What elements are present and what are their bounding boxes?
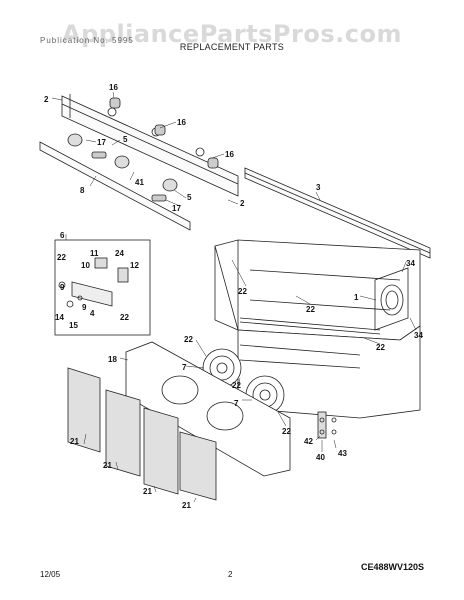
- callout-18: 18: [108, 355, 117, 364]
- callout-34: 34: [406, 259, 415, 268]
- hood-body-part: [214, 239, 421, 419]
- callout-22: 22: [57, 253, 66, 262]
- callout-7: 7: [182, 363, 187, 372]
- callout-17: 17: [97, 138, 106, 147]
- callout-3: 3: [316, 183, 321, 192]
- trim-strip-part: [244, 167, 431, 259]
- callout-22: 22: [376, 343, 385, 352]
- callout-21: 21: [143, 487, 152, 496]
- model-code-label: CE488WV120S: [360, 562, 424, 572]
- publication-number: Publication No. 5995: [40, 36, 134, 45]
- callout-22: 22: [184, 335, 193, 344]
- callout-15: 15: [69, 321, 78, 330]
- control-panel-part: [61, 94, 239, 197]
- callout-41: 41: [135, 178, 144, 187]
- grease-filters-part: [67, 367, 217, 501]
- callout-42: 42: [304, 437, 313, 446]
- callout-8: 8: [80, 186, 85, 195]
- control-module-box: [54, 239, 151, 336]
- callout-16: 16: [109, 83, 118, 92]
- callout-7: 7: [234, 399, 239, 408]
- callout-22: 22: [306, 305, 315, 314]
- footer-date: 12/05: [40, 570, 61, 579]
- callout-43: 43: [338, 449, 347, 458]
- callout-16: 16: [177, 118, 186, 127]
- callout-34: 34: [414, 331, 423, 340]
- callout-17: 17: [172, 204, 181, 213]
- callout-21: 21: [70, 437, 79, 446]
- callout-16: 16: [225, 150, 234, 159]
- callout-2: 2: [44, 95, 49, 104]
- callout-9: 9: [60, 283, 65, 292]
- page-header: AppliancePartsPros.com Publication No. 5…: [0, 0, 464, 58]
- watermark-logo: AppliancePartsPros.com: [62, 20, 402, 48]
- hardware-screws: [317, 411, 337, 439]
- callout-6: 6: [60, 231, 65, 240]
- callout-22: 22: [120, 313, 129, 322]
- callout-leader-lines: [51, 91, 417, 503]
- callout-14: 14: [55, 313, 64, 322]
- callout-labels: 2 16 16 16 3 5 17 8 41 5 17 2 6 11 24 22…: [44, 83, 423, 510]
- callout-24: 24: [115, 249, 124, 258]
- callout-2: 2: [240, 199, 245, 208]
- page-subtitle: REPLACEMENT PARTS: [179, 42, 285, 52]
- callout-21: 21: [182, 501, 191, 510]
- switch-bracket-part: [39, 97, 219, 231]
- callout-9: 9: [82, 303, 87, 312]
- callout-4: 4: [90, 309, 95, 318]
- callout-21: 21: [103, 461, 112, 470]
- callout-22: 22: [238, 287, 247, 296]
- callout-1: 1: [354, 293, 359, 302]
- callout-12: 12: [130, 261, 139, 270]
- callout-5: 5: [187, 193, 192, 202]
- footer-page-number: 2: [228, 570, 233, 579]
- callout-22: 22: [232, 381, 241, 390]
- callout-10: 10: [81, 261, 90, 270]
- callout-11: 11: [90, 249, 99, 258]
- callout-22: 22: [282, 427, 291, 436]
- callout-5: 5: [123, 135, 128, 144]
- callout-40: 40: [316, 453, 325, 462]
